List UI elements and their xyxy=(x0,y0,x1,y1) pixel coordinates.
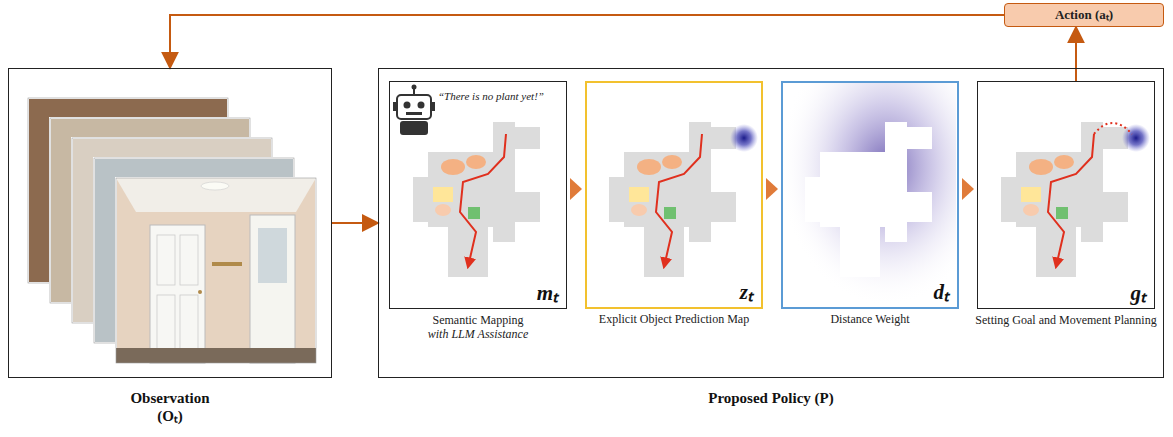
box-heading: Proposed Policy (P) xyxy=(359,389,1173,407)
action-box: Action (aₜ) xyxy=(1004,3,1164,27)
text-slot: Distance Weight xyxy=(775,312,965,326)
flow-arrow xyxy=(1075,27,1077,81)
semantic-map xyxy=(393,85,540,278)
panel-symbol: zₜ xyxy=(740,281,753,303)
flow-arrow xyxy=(332,222,378,224)
flow-arrow xyxy=(170,15,1004,68)
text-slot: zₜ xyxy=(740,281,753,303)
text-slot: “There is no plant yet!” xyxy=(438,90,548,103)
text-slot: gₜ xyxy=(1131,282,1147,304)
map-panel: zₜExplicit Object Prediction Map xyxy=(585,81,763,309)
chevron-arrow xyxy=(570,178,582,200)
panel-symbol: dₜ xyxy=(934,281,950,303)
observation-box: Observation (Oₜ) xyxy=(8,68,332,378)
text-slot: Setting Goal and Movement Planning xyxy=(970,313,1162,327)
panel-symbol: mₜ xyxy=(537,282,558,304)
map-panel: dₜDistance Weight xyxy=(781,81,959,309)
goal-map xyxy=(1001,122,1150,277)
map-panel: gₜSetting Goal and Movement Planning xyxy=(977,81,1155,309)
chevron-arrow xyxy=(766,178,778,200)
panel-caption: Semantic Mapping xyxy=(382,313,574,327)
panel-caption: Distance Weight xyxy=(775,312,965,326)
text-slot: mₜ xyxy=(537,282,558,304)
text-slot: Semantic Mappingwith LLM Assistance xyxy=(382,313,574,341)
panel-caption: Explicit Object Prediction Map xyxy=(579,312,769,326)
prediction-map xyxy=(609,122,758,277)
map-panel: “There is no plant yet!”mₜSemantic Mappi… xyxy=(389,81,567,309)
action-label: Action (aₜ) xyxy=(1055,7,1113,23)
box-heading: Observation (Oₜ) xyxy=(120,389,220,425)
chevron-arrow xyxy=(962,178,974,200)
text-slot: dₜ xyxy=(934,281,950,303)
text-slot: Action (aₜ) xyxy=(1005,4,1163,26)
robot-icon xyxy=(393,85,435,136)
distance-map xyxy=(782,82,956,306)
policy-box: “There is no plant yet!” mₜSemantic Mappi… xyxy=(378,68,1164,378)
text-slot: Observation (Oₜ) xyxy=(0,389,351,425)
panel-symbol: gₜ xyxy=(1131,282,1147,304)
text-slot: Explicit Object Prediction Map xyxy=(579,312,769,326)
photo-stack xyxy=(28,98,316,363)
text-slot: Proposed Policy (P) xyxy=(359,389,1173,407)
speech-text: “There is no plant yet!” xyxy=(438,90,548,103)
panel-caption: Setting Goal and Movement Planning xyxy=(970,313,1162,327)
panel-caption: with LLM Assistance xyxy=(382,327,574,341)
